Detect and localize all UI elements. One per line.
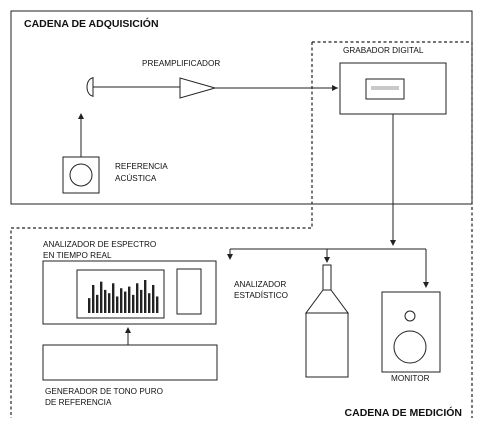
spectrum-bar: [96, 294, 99, 313]
arrowhead-icon: [390, 240, 396, 246]
reference-label-line2: ACÚSTICA: [115, 173, 157, 183]
spectrum-bar: [124, 291, 127, 313]
acquisition-chain-title: CADENA DE ADQUISICIÓN: [24, 17, 159, 30]
preamplifier-triangle-icon: [179, 77, 217, 99]
arrowhead-icon: [332, 85, 338, 91]
acoustic-reference-box: [62, 156, 100, 194]
spectrum-bar: [92, 284, 95, 313]
generator-label-line1: GENERADOR DE TONO PURO: [45, 387, 163, 396]
generator-label-line2: DE REFERENCIA: [45, 398, 112, 407]
measurement-chain-title: CADENA DE MEDICIÓN: [345, 406, 462, 419]
recorder-display-slot: [371, 86, 399, 90]
analyzer-side-panel: [176, 268, 202, 315]
spectrum-bar: [104, 289, 107, 313]
arrowhead-icon: [227, 254, 233, 260]
spectrum-bar: [112, 283, 115, 313]
acquisition-chain-frame: [10, 10, 473, 205]
spectrum-bar: [120, 288, 123, 313]
tone-generator-box: [42, 344, 218, 381]
analyzer-label-line2: EN TIEMPO REAL: [43, 251, 112, 260]
arrowhead-icon: [423, 282, 429, 288]
arrowhead-icon: [125, 327, 131, 333]
measurement-dashed-left: [10, 42, 313, 418]
spectrum-bar: [100, 281, 103, 313]
spectrum-bar: [140, 289, 143, 313]
recorder-label: GRABADOR DIGITAL: [343, 46, 424, 55]
spectrum-bar: [144, 280, 147, 313]
arrowhead-icon: [324, 257, 330, 263]
spectrum-bar: [132, 294, 135, 313]
microphone-icon: [86, 77, 94, 97]
statistical-label-line2: ESTADÍSTICO: [234, 290, 288, 300]
spectrum-bar: [136, 283, 139, 313]
spectrum-bar: [88, 298, 91, 313]
spectrum-bar: [148, 293, 151, 313]
reference-label-line1: REFERENCIA: [115, 162, 168, 171]
arrowhead-icon: [78, 113, 84, 119]
spectrum-bar: [156, 296, 159, 313]
spectrum-bars: [88, 280, 159, 313]
monitor-label: MONITOR: [391, 374, 430, 383]
acoustic-reference-circle-icon: [69, 163, 93, 187]
statistical-label-line1: ANALIZADOR: [234, 280, 286, 289]
spectrum-bar: [116, 296, 119, 313]
spectrum-bar: [128, 286, 131, 313]
sound-level-meter-icon: [305, 264, 349, 378]
spectrum-bar: [152, 284, 155, 313]
spectrum-bar: [108, 293, 111, 313]
analyzer-label-line1: ANALIZADOR DE ESPECTRO: [43, 240, 156, 249]
speaker-icon: [381, 291, 441, 373]
preamplifier-label: PREAMPLIFICADOR: [142, 59, 220, 68]
